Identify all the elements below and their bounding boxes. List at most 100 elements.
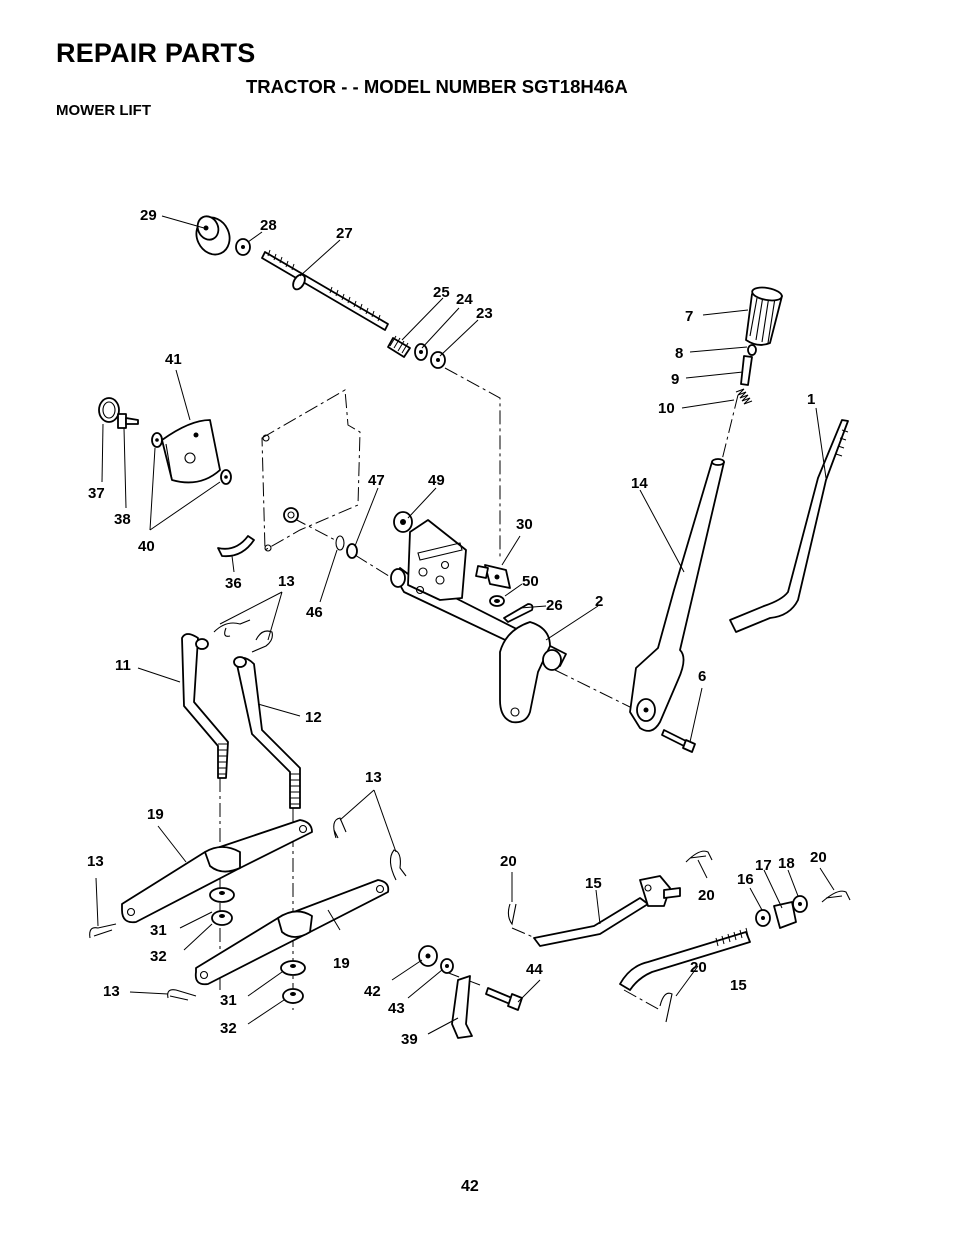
callout-12: 12: [305, 709, 322, 726]
adjustment-rod-27: [261, 249, 389, 331]
callout-27: 27: [336, 225, 353, 242]
callout-9: 9: [671, 371, 679, 388]
callout-13-bottom: 13: [103, 983, 120, 1000]
callout-32-upper: 32: [150, 948, 167, 965]
callout-20-d: 20: [690, 959, 707, 976]
callout-50: 50: [522, 573, 539, 590]
callout-13-upper: 13: [278, 573, 295, 590]
fender-panel-outline: [261, 389, 361, 551]
spacer-31-lower: [280, 960, 306, 976]
callout-41: 41: [165, 351, 182, 368]
callout-28: 28: [260, 217, 277, 234]
section-heading: MOWER LIFT: [56, 102, 151, 119]
callout-20-c: 20: [810, 849, 827, 866]
callout-8: 8: [675, 345, 683, 362]
callout-11: 11: [115, 657, 131, 674]
callout-25: 25: [433, 284, 450, 301]
callout-19-lower: 19: [333, 955, 350, 972]
callout-17: 17: [755, 857, 772, 874]
callout-16: 16: [737, 871, 754, 888]
callout-36: 36: [225, 575, 242, 592]
hairpin-clip-20-b: [685, 850, 713, 863]
handle-rod-1: [729, 419, 849, 633]
lift-lever-14: [629, 458, 725, 732]
callout-20-b: 20: [698, 887, 715, 904]
bolt-44: [485, 987, 523, 1011]
hairpin-clip-20-d: [659, 992, 673, 1023]
spacer-31-upper: [209, 887, 235, 903]
lift-link-15-upper: [533, 875, 681, 947]
bracket-39: [451, 975, 473, 1039]
callout-49: 49: [428, 472, 445, 489]
knob-37: [98, 397, 120, 423]
clip-36: [217, 535, 255, 558]
callout-24: 24: [456, 291, 473, 308]
lift-arm-19-lower: [194, 879, 390, 986]
hairpin-clip-20-c: [821, 890, 851, 903]
nut-32-upper: [211, 910, 233, 926]
washer-47: [346, 543, 358, 559]
callout-20-a: 20: [500, 853, 517, 870]
hairpin-clip-13-mid: [333, 817, 347, 839]
lift-arm-19-upper: [121, 819, 313, 924]
nut-23: [430, 351, 446, 369]
trunnion-block-17: [773, 901, 797, 929]
cotter-pin-26: [503, 603, 534, 623]
callout-31-lower: 31: [220, 992, 237, 1009]
callout-46: 46: [306, 604, 323, 621]
lift-link-12: [233, 656, 301, 809]
callout-15-upper: 15: [585, 875, 602, 892]
leader-lines: [95, 215, 835, 1035]
callout-1: 1: [807, 391, 815, 408]
page-title: REPAIR PARTS: [56, 38, 256, 68]
nut-32-lower: [282, 988, 304, 1004]
callout-7: 7: [685, 308, 693, 325]
callout-13-left: 13: [87, 853, 104, 870]
rod-9: [740, 355, 753, 386]
callout-47: 47: [368, 472, 385, 489]
callout-31-upper: 31: [150, 922, 167, 939]
callout-18: 18: [778, 855, 795, 872]
washer-24: [414, 343, 428, 361]
lift-link-11: [181, 633, 229, 779]
hairpin-clip-13-right: [389, 849, 407, 881]
hairpin-clip-20-a: [507, 903, 517, 926]
screw-38: [117, 413, 139, 429]
spring-25: [387, 335, 411, 358]
callout-26: 26: [546, 597, 563, 614]
trunnion-30: [475, 564, 511, 589]
spring-10: [735, 388, 753, 405]
handle-grip-7: [745, 286, 783, 346]
callout-14: 14: [631, 475, 648, 492]
callout-40: 40: [138, 538, 155, 555]
callout-32-lower: 32: [220, 1020, 237, 1037]
callout-39: 39: [401, 1031, 418, 1048]
hairpin-clip-13-upper: [213, 619, 273, 653]
washer-50: [489, 595, 505, 607]
retaining-ring-46: [335, 535, 345, 551]
callout-44: 44: [526, 961, 543, 978]
callout-13-mid: 13: [365, 769, 382, 786]
callout-6: 6: [698, 668, 706, 685]
callout-38: 38: [114, 511, 131, 528]
callout-labels: 29 28 27 25 24 23 7 8 9 10 1 41 37 38 40…: [87, 207, 827, 1048]
washer-16: [755, 909, 771, 927]
washer-43: [440, 958, 454, 974]
nut-28: [235, 238, 251, 256]
washer-49: [393, 511, 413, 533]
lift-link-15-lower: [619, 927, 751, 991]
callout-10: 10: [658, 400, 675, 417]
callout-37: 37: [88, 485, 105, 502]
pin-8: [747, 344, 757, 356]
callout-23: 23: [476, 305, 493, 322]
model-subtitle: TRACTOR - - MODEL NUMBER SGT18H46A: [246, 76, 628, 97]
bracket-41: [161, 419, 221, 484]
bolt-6: [661, 729, 696, 753]
callout-42: 42: [364, 983, 381, 1000]
callout-2: 2: [595, 593, 603, 610]
callout-30: 30: [516, 516, 533, 533]
knob-29: [195, 215, 231, 256]
lift-shaft-assembly-2: [390, 519, 567, 724]
callout-15-lower: 15: [730, 977, 747, 994]
